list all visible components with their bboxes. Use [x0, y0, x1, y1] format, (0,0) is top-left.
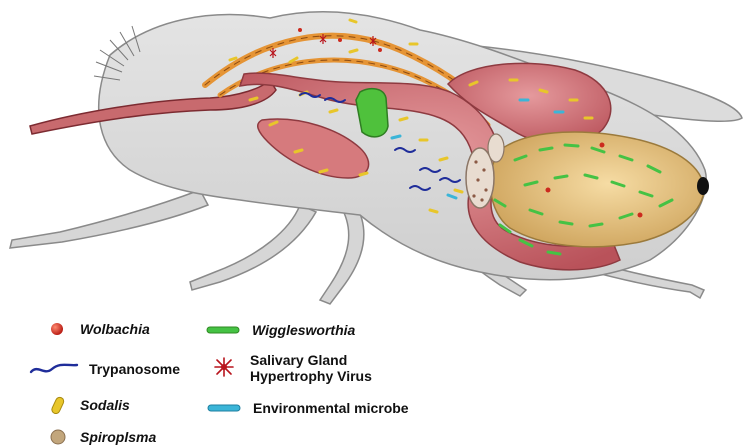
legend-item-sghv: Salivary Gland Hypertrophy Virus: [213, 352, 372, 384]
legend-label-wigglesworthia: Wigglesworthia: [252, 322, 356, 338]
midgut: [238, 72, 621, 271]
trypanosomes: [299, 92, 461, 191]
legend-item-trypanosome: Trypanosome: [28, 360, 180, 378]
legend-label-sghv-line2: Hypertrophy Virus: [250, 368, 372, 384]
yellow-rod-icon: [51, 396, 65, 415]
proventriculus: [355, 87, 389, 138]
legend-label-spiroplasma: Spiroplsma: [80, 429, 157, 445]
head-bristles: [93, 25, 141, 81]
legend-label-environmental: Environmental microbe: [253, 400, 409, 416]
midgut-loop: [446, 62, 612, 145]
rear-tip: [697, 177, 709, 195]
legend-item-environmental: Environmental microbe: [207, 400, 409, 416]
legend-label-trypanosome: Trypanosome: [89, 361, 181, 377]
sghv-particles: [269, 34, 377, 58]
green-rod-icon: [206, 326, 240, 334]
legend-item-wolbachia: Wolbachia: [50, 321, 150, 337]
legend-label-sodalis: Sodalis: [80, 397, 130, 413]
proboscis: [29, 78, 277, 135]
spiroplasma-cluster-small: [487, 133, 505, 163]
red-star-virus-icon: [214, 357, 234, 377]
legend-item-spiroplasma: Spiroplsma: [50, 429, 156, 445]
red-sphere-icon: [51, 323, 63, 335]
fly-anatomy-illustration: [9, 11, 743, 305]
bacteriome: [489, 131, 705, 248]
legend-item-sodalis: Sodalis: [50, 394, 130, 416]
wavy-parasite-icon: [29, 363, 79, 374]
crop: [257, 118, 370, 179]
tan-disc-icon: [50, 429, 66, 445]
spiroplasma-spots: [472, 160, 488, 202]
legend-label-wolbachia: Wolbachia: [80, 321, 150, 337]
environmental-microbes: [390, 98, 565, 200]
legend-item-wigglesworthia: Wigglesworthia: [206, 322, 355, 338]
spiroplasma-cluster: [465, 147, 495, 209]
wolbachia-spheres: [298, 28, 643, 218]
blue-rod-icon: [207, 404, 241, 412]
wigglesworthia-rods: [493, 143, 674, 256]
legend-label-sghv-line1: Salivary Gland: [250, 352, 348, 368]
